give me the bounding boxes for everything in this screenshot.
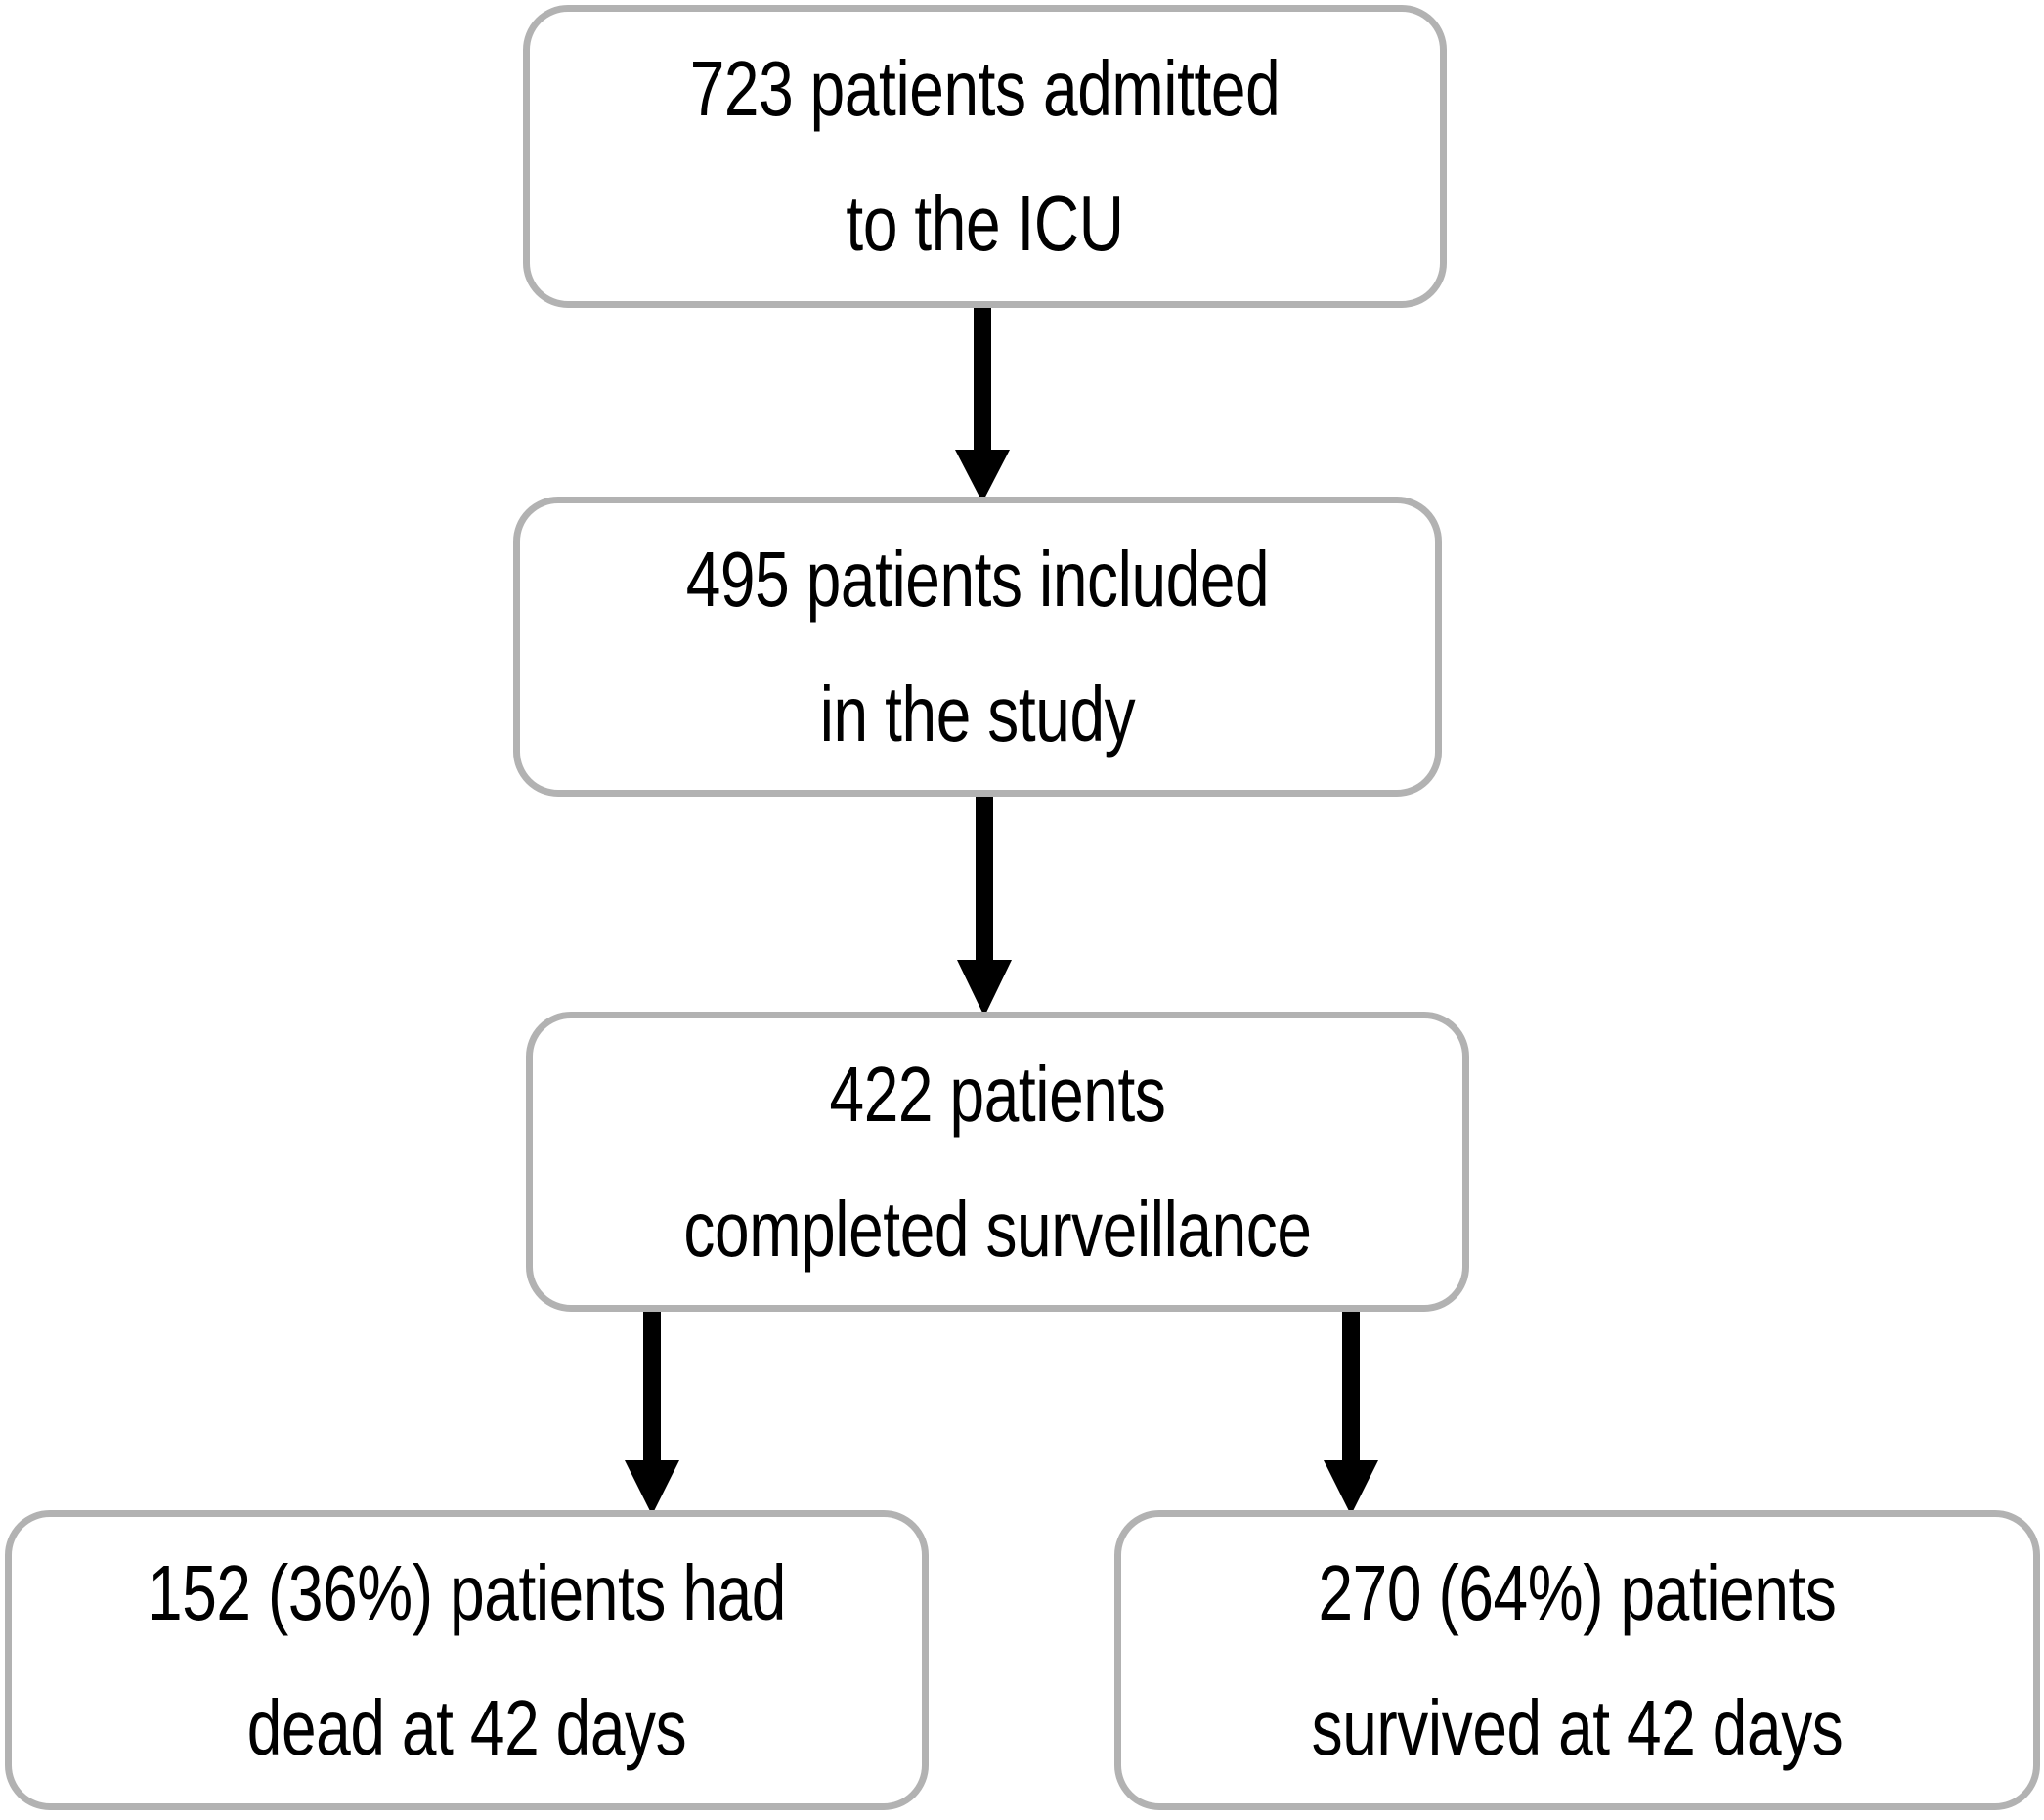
arrow-down-icon-included-to-surveilled (953, 792, 1016, 1017)
flow-node-admitted-label: 723 patients admitted to the ICU (689, 45, 1281, 267)
flow-node-completed-surveillance[interactable]: 422 patients completed surveillance (526, 1012, 1469, 1312)
flow-node-included-label: 495 patients included in the study (685, 535, 1270, 758)
arrow-down-icon-admitted-to-included (951, 305, 1014, 502)
flow-node-survived-at-42-days[interactable]: 270 (64%) patients survived at 42 days (1114, 1510, 2040, 1810)
flow-node-admitted[interactable]: 723 patients admitted to the ICU (523, 5, 1447, 308)
flow-node-completed-surveillance-label: 422 patients completed surveillance (683, 1050, 1312, 1273)
flow-node-dead-at-42-days-label: 152 (36%) patients had dead at 42 days (148, 1548, 786, 1771)
arrow-down-icon-surveilled-to-dead (621, 1308, 683, 1515)
flow-node-survived-at-42-days-label: 270 (64%) patients survived at 42 days (1311, 1548, 1844, 1771)
flow-node-dead-at-42-days[interactable]: 152 (36%) patients had dead at 42 days (5, 1510, 929, 1810)
arrow-down-icon-surveilled-to-survived (1320, 1308, 1382, 1515)
flow-node-included[interactable]: 495 patients included in the study (513, 497, 1442, 797)
